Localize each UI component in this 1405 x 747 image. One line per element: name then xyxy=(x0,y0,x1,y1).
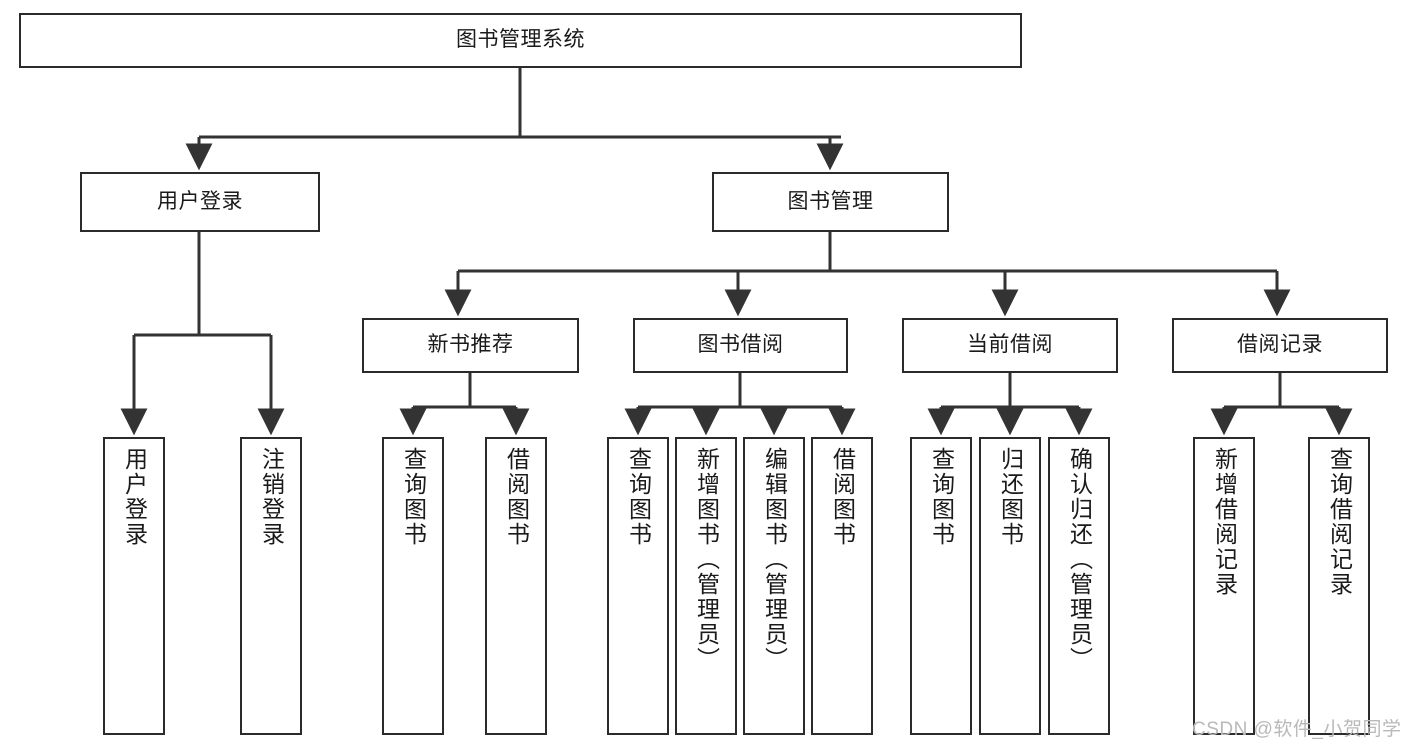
node-label: 编辑图书（管理员） xyxy=(761,447,788,672)
node-label: 新增图书（管理员） xyxy=(693,447,720,672)
node-label: 新书推荐 xyxy=(427,333,514,357)
leaf-recommend-borrow-book[interactable]: 借阅图书 xyxy=(485,437,547,735)
node-new-book-recommend[interactable]: 新书推荐 xyxy=(362,318,579,373)
node-label: 用户登录 xyxy=(157,189,243,213)
node-label: 借阅图书 xyxy=(503,447,530,547)
leaf-record-add-record[interactable]: 新增借阅记录 xyxy=(1193,437,1255,735)
node-book-borrow[interactable]: 图书借阅 xyxy=(633,318,848,373)
leaf-recommend-query-book[interactable]: 查询图书 xyxy=(382,437,444,735)
node-root-system[interactable]: 图书管理系统 xyxy=(19,13,1022,68)
node-label: 查询图书 xyxy=(625,447,652,547)
leaf-borrow-query-book[interactable]: 查询图书 xyxy=(607,437,669,735)
leaf-record-query-record[interactable]: 查询借阅记录 xyxy=(1308,437,1370,735)
node-current-borrow[interactable]: 当前借阅 xyxy=(902,318,1118,373)
watermark-text: CSDN @软件_小贺同学 xyxy=(1192,719,1402,740)
node-label: 注销登录 xyxy=(258,447,285,547)
node-label: 新增借阅记录 xyxy=(1211,447,1238,597)
node-book-management[interactable]: 图书管理 xyxy=(712,172,949,232)
leaf-borrow-edit-book-admin[interactable]: 编辑图书（管理员） xyxy=(743,437,805,735)
node-label: 图书借阅 xyxy=(697,333,784,357)
node-label: 确认归还（管理员） xyxy=(1066,447,1093,672)
node-label: 查询图书 xyxy=(928,447,955,547)
node-borrow-record[interactable]: 借阅记录 xyxy=(1172,318,1388,373)
leaf-user-login-logout[interactable]: 注销登录 xyxy=(240,437,302,735)
leaf-borrow-borrow-book[interactable]: 借阅图书 xyxy=(811,437,873,735)
node-label: 借阅图书 xyxy=(829,447,856,547)
leaf-current-query-book[interactable]: 查询图书 xyxy=(910,437,972,735)
leaf-current-return-book[interactable]: 归还图书 xyxy=(979,437,1041,735)
node-label: 借阅记录 xyxy=(1237,333,1323,357)
node-user-login[interactable]: 用户登录 xyxy=(80,172,320,232)
leaf-user-login-login[interactable]: 用户登录 xyxy=(103,437,165,735)
node-label: 查询图书 xyxy=(400,447,427,547)
node-label: 图书管理 xyxy=(787,189,874,213)
leaf-current-confirm-return-admin[interactable]: 确认归还（管理员） xyxy=(1048,437,1110,735)
node-label: 查询借阅记录 xyxy=(1326,447,1353,597)
node-label: 当前借阅 xyxy=(967,333,1053,357)
node-label: 归还图书 xyxy=(997,447,1024,547)
node-label: 图书管理系统 xyxy=(456,28,585,52)
node-label: 用户登录 xyxy=(121,447,148,547)
leaf-borrow-add-book-admin[interactable]: 新增图书（管理员） xyxy=(675,437,737,735)
